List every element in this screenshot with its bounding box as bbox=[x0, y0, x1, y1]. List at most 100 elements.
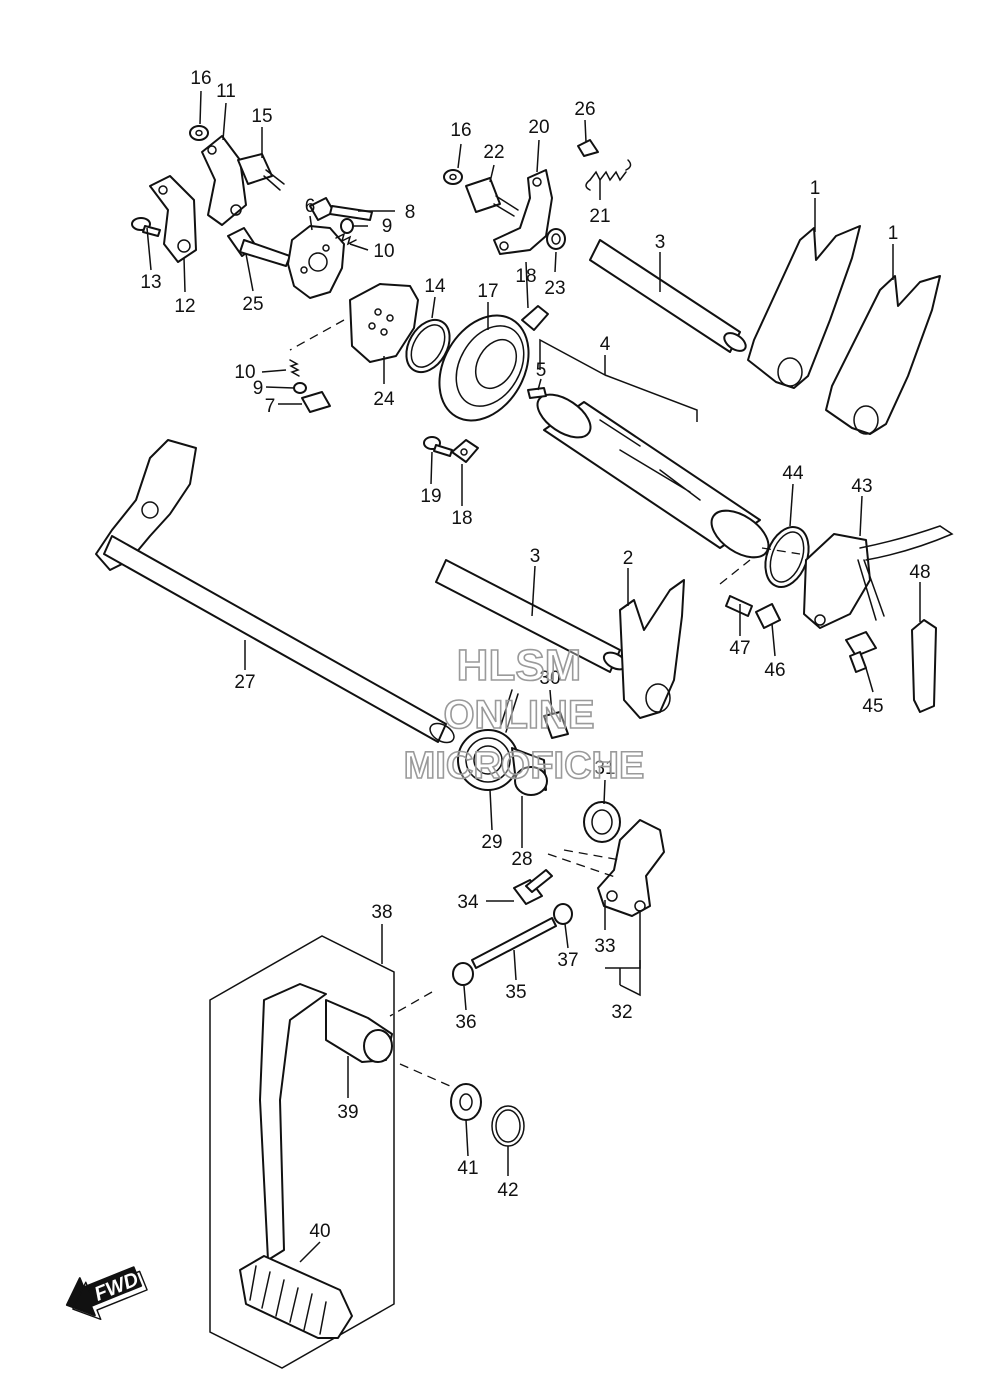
callout-36: 36 bbox=[455, 1012, 476, 1033]
callout-12: 12 bbox=[174, 296, 195, 317]
callout-10b: 10 bbox=[234, 362, 255, 383]
callout-44: 44 bbox=[782, 463, 804, 484]
callout-14: 14 bbox=[424, 276, 446, 297]
part-19-screw-icon bbox=[423, 436, 453, 457]
part-10-spring-icon bbox=[335, 232, 357, 246]
part-18-stopper-lower-icon bbox=[451, 439, 479, 463]
callout-16a: 16 bbox=[190, 68, 211, 89]
part-38-assembly-box bbox=[209, 935, 395, 1369]
part-31-oil-seal-icon bbox=[583, 801, 621, 843]
callout-13: 13 bbox=[140, 272, 161, 293]
part-24-plate-icon bbox=[349, 283, 419, 363]
callout-35: 35 bbox=[505, 982, 526, 1003]
part-39-pivot-icon bbox=[325, 999, 393, 1063]
part-2-fork-icon bbox=[619, 579, 685, 719]
part-16-washer-right-icon bbox=[443, 169, 463, 185]
fwd-direction-arrow-icon: FWD bbox=[65, 1266, 148, 1321]
callout-34: 34 bbox=[457, 892, 479, 913]
callout-37: 37 bbox=[557, 950, 578, 971]
part-47-pin-icon bbox=[725, 595, 753, 617]
part-28-collar-icon bbox=[511, 747, 548, 796]
callout-28: 28 bbox=[511, 849, 532, 870]
part-37-nut-icon bbox=[553, 903, 573, 925]
part-25-bolt-icon bbox=[227, 227, 291, 267]
watermark: HLSM ONLINE MICROFICHE bbox=[403, 640, 645, 788]
part-22-stud-icon bbox=[465, 177, 519, 217]
callout-18a: 18 bbox=[515, 266, 536, 287]
callout-11: 11 bbox=[216, 81, 236, 102]
callout-8: 8 bbox=[405, 202, 416, 223]
part-5-pin-icon bbox=[527, 387, 547, 399]
part-1-fork-a-icon bbox=[747, 225, 861, 389]
part-26-bolt-icon bbox=[577, 139, 599, 157]
alignment-dashes bbox=[289, 319, 801, 1087]
callout-41: 41 bbox=[457, 1158, 478, 1179]
callout-10a: 10 bbox=[373, 241, 394, 262]
part-40-pedal-icon bbox=[239, 983, 353, 1339]
part-23-washer-icon bbox=[546, 228, 566, 250]
callout-42: 42 bbox=[497, 1180, 518, 1201]
callout-3a: 3 bbox=[655, 232, 666, 253]
callout-25: 25 bbox=[242, 294, 263, 315]
callout-9a: 9 bbox=[382, 216, 393, 237]
callout-17: 17 bbox=[477, 281, 498, 302]
callout-29: 29 bbox=[481, 832, 502, 853]
callout-5: 5 bbox=[536, 360, 547, 381]
part-9-small-icon bbox=[340, 218, 354, 234]
part-45-bolt-icon bbox=[845, 631, 877, 673]
part-12-plate-icon bbox=[149, 175, 197, 263]
callout-20: 20 bbox=[528, 117, 549, 138]
part-drawings bbox=[95, 125, 954, 1369]
leader-lines bbox=[146, 90, 921, 1263]
part-17-bearing-icon bbox=[438, 314, 530, 422]
callout-18b: 18 bbox=[451, 508, 472, 529]
watermark-line-3: MICROFICHE bbox=[404, 745, 645, 787]
part-18-stopper-icon bbox=[521, 305, 549, 331]
part-16-washer-icon bbox=[189, 125, 209, 141]
callout-27: 27 bbox=[234, 672, 255, 693]
part-3-shaft-lower-icon bbox=[435, 559, 628, 673]
part-21-spring-icon bbox=[585, 159, 632, 191]
callout-6: 6 bbox=[305, 196, 316, 217]
part-41-washer-icon bbox=[450, 1083, 482, 1121]
part-15-stud-icon bbox=[237, 153, 285, 191]
part-4-shift-drum-icon bbox=[536, 393, 770, 559]
part-3-shaft-upper-icon bbox=[589, 239, 747, 353]
part-42-circlip-icon bbox=[491, 1105, 525, 1147]
part-11-plate-icon bbox=[201, 135, 247, 226]
callout-19: 19 bbox=[420, 486, 441, 507]
callout-47: 47 bbox=[729, 638, 750, 659]
callout-32: 32 bbox=[611, 1002, 632, 1023]
part-1-fork-b-icon bbox=[825, 275, 941, 435]
part-6-cam-icon bbox=[287, 225, 345, 299]
callout-16b: 16 bbox=[450, 120, 471, 141]
part-46-plunger-icon bbox=[755, 603, 781, 629]
callout-21: 21 bbox=[589, 206, 610, 227]
part-36-nut-icon bbox=[452, 962, 474, 986]
callout-15: 15 bbox=[251, 106, 272, 127]
callout-7: 7 bbox=[265, 396, 276, 417]
callout-1b: 1 bbox=[888, 223, 899, 244]
part-43-switch-icon bbox=[803, 525, 954, 629]
part-20-arm-icon bbox=[493, 169, 553, 255]
part-29-spring-icon bbox=[457, 689, 519, 791]
part-30-bolt-icon bbox=[543, 711, 569, 739]
part-13-screw-icon bbox=[131, 217, 161, 237]
watermark-line-1: HLSM bbox=[457, 641, 582, 690]
callout-33: 33 bbox=[594, 936, 615, 957]
part-10-9-7-lower-icon bbox=[289, 359, 331, 413]
callout-2: 2 bbox=[623, 548, 634, 569]
callout-43: 43 bbox=[851, 476, 872, 497]
callout-3b: 3 bbox=[530, 546, 541, 567]
part-8-pin-icon bbox=[309, 197, 373, 221]
part-48-clip-icon bbox=[911, 619, 937, 713]
callout-4: 4 bbox=[600, 334, 611, 355]
callout-1a: 1 bbox=[810, 178, 821, 199]
callout-22: 22 bbox=[483, 142, 504, 163]
part-27-shift-shaft-icon bbox=[95, 439, 455, 744]
callout-24: 24 bbox=[373, 389, 395, 410]
callout-48: 48 bbox=[909, 562, 930, 583]
callout-26: 26 bbox=[574, 99, 595, 120]
part-35-rod-icon bbox=[471, 917, 557, 969]
